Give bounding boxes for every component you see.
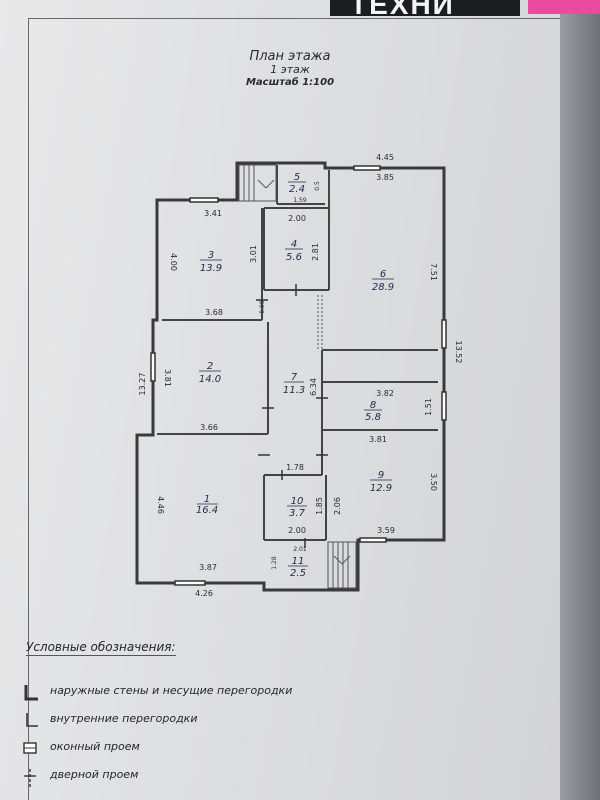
door-marks [256, 284, 328, 548]
room-number: 2 [207, 361, 213, 372]
room-area: 28.9 [372, 282, 394, 293]
outer-wall-icon [24, 685, 38, 701]
room-area: 3.7 [289, 508, 306, 519]
brand-text: ТЕХНИ [350, 0, 455, 20]
plan-title-block: План этажа 1 этаж Масштаб 1:100 [200, 50, 380, 90]
room-4: 4 5.6 [285, 239, 303, 263]
dimension: 3.87 [199, 563, 217, 572]
background-surface [560, 0, 600, 800]
legend-title: Условные обозначения: [26, 640, 176, 656]
frame-left-line [28, 18, 29, 800]
header-strip [330, 0, 520, 16]
room-area: 11.3 [283, 385, 305, 396]
room-2: 2 14.0 [199, 361, 221, 385]
room-7: 7 11.3 [283, 372, 305, 396]
room-area: 14.0 [199, 374, 221, 385]
stairs-top [238, 164, 277, 202]
floor-label: 1 этаж [270, 63, 310, 76]
plan-title: План этажа [249, 49, 331, 64]
document-sheet [0, 0, 560, 800]
room-area: 5.8 [365, 412, 381, 423]
room-area: 16.4 [196, 505, 218, 516]
room-number: 5 [294, 172, 300, 183]
room-9: 9 12.9 [370, 470, 392, 494]
dimension: 3.66 [200, 423, 218, 432]
dimension: 1.78 [286, 463, 304, 472]
dimension: 6.34 [309, 378, 318, 396]
dimension: 3.81 [369, 435, 387, 444]
dimension: 3.41 [204, 209, 222, 218]
dimension: 3.59 [377, 526, 395, 535]
room-area: 13.9 [200, 263, 222, 274]
dimension: 1.59 [293, 197, 307, 204]
dimension: 0.5 [314, 181, 321, 191]
dimension: 4.00 [169, 253, 178, 271]
sticky-tag [528, 0, 600, 14]
dimension: 0.99 [259, 300, 266, 314]
room-number: 10 [291, 496, 304, 507]
dimension: 2.81 [311, 243, 320, 261]
dimension: 7.51 [429, 263, 438, 281]
room-6: 6 28.9 [372, 269, 394, 293]
dimension: 3.82 [376, 389, 394, 398]
dimension: 1.28 [271, 556, 278, 570]
legend-label: внутренние перегородки [50, 712, 198, 725]
room-number: 3 [208, 250, 214, 261]
room-10: 10 3.7 [287, 496, 307, 519]
room-area: 2.4 [289, 184, 305, 195]
dimension: 2.01 [293, 546, 307, 553]
inner-wall-icon [26, 713, 38, 727]
dimension: 13.52 [454, 341, 463, 364]
room-1: 1 16.4 [196, 494, 218, 516]
inner-partitions [157, 165, 438, 541]
dimension: 3.01 [249, 245, 258, 263]
room-11: 11 2.5 [288, 556, 308, 579]
dashed-opening [317, 295, 323, 350]
room-5: 5 2.4 [288, 172, 306, 195]
legend-label: оконный проем [50, 740, 140, 753]
room-area: 12.9 [370, 483, 392, 494]
outer-walls [135, 161, 446, 592]
room-area: 5.6 [286, 252, 302, 263]
door-icon [24, 769, 36, 788]
dimension: 2.00 [288, 214, 306, 223]
windows [150, 165, 447, 586]
room-area: 2.5 [290, 568, 306, 579]
dimension: 3.50 [429, 473, 438, 491]
room-3: 3 13.9 [200, 250, 222, 274]
frame-top-line [28, 18, 560, 19]
dimension: 3.85 [376, 173, 394, 182]
dimension: 4.45 [376, 153, 394, 162]
scale-label: Масштаб 1:100 [245, 77, 335, 88]
dimension: 1.51 [424, 398, 433, 416]
dimension: 2.06 [333, 497, 342, 515]
legend-label: наружные стены и несущие перегородки [50, 684, 293, 697]
room-number: 9 [378, 470, 384, 481]
dimension: 3.81 [163, 369, 172, 387]
window-icon [23, 742, 37, 754]
dimension: 4.46 [156, 496, 165, 514]
room-number: 7 [291, 372, 298, 383]
dimension: 13.27 [138, 373, 147, 396]
room-number: 11 [292, 556, 305, 567]
room-number: 1 [204, 494, 210, 505]
legend-label: дверной проем [50, 768, 139, 781]
stairs-bottom [327, 541, 357, 589]
room-8: 8 5.8 [364, 400, 382, 423]
room-number: 8 [370, 400, 376, 411]
room-number: 6 [380, 269, 386, 280]
dimension: 1.85 [315, 497, 324, 515]
dimension-labels: 4.45 3.85 3.41 2.00 1.59 0.5 4.00 3.01 2… [138, 153, 463, 598]
dimension: 4.26 [195, 589, 213, 598]
dimension: 3.68 [205, 308, 223, 317]
room-labels: 1 16.4 2 14.0 3 13.9 4 5.6 5 2.4 6 28.9 [196, 172, 394, 579]
room-number: 4 [291, 239, 297, 250]
dimension: 2.00 [288, 526, 306, 535]
